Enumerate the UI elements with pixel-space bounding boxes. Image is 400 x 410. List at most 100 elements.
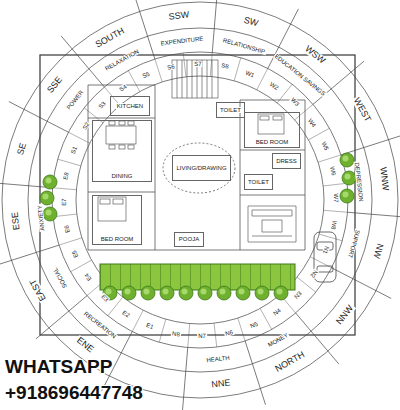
pada-number: N2 [309,268,319,279]
pada-line [257,68,268,89]
pada-number: W3 [289,96,301,108]
walls [88,85,305,250]
whatsapp-label: WHATSAPP [4,357,113,376]
pada-line [308,128,329,140]
pada-line [234,58,241,81]
room-name: DINING [111,173,134,180]
room-name: KITCHEN [116,103,144,110]
pada-number: N4 [272,307,283,317]
direction-label: SE [16,141,29,157]
direction-label: SSW [167,10,190,21]
tree [255,286,269,300]
pada-number: N6 [223,329,234,337]
sector-line [182,347,188,410]
tree [236,286,250,300]
pada-line [318,155,341,162]
pada-number: W2 [268,80,280,91]
pada-number: E8 [62,170,70,180]
pada-number: E5 [71,249,80,260]
room-name: DRESS [275,158,298,165]
pada-line [324,210,348,212]
pada-number: S1 [69,144,78,155]
pada-line [59,238,82,245]
tree [198,286,212,300]
room-name: TOILET [219,107,242,114]
room-box: BED ROOM [244,112,300,148]
room-box: DINING [92,120,152,182]
pada-line [319,234,342,241]
pada-number: S5 [141,71,152,80]
sector-line [245,341,265,405]
pada-number: E1 [144,322,155,331]
pada-line [132,310,143,331]
tree [340,153,354,167]
zone-attribute: HEALTH [205,355,231,364]
room-box: TOILET [244,174,273,190]
sector-line [0,245,59,265]
tree [160,286,174,300]
compass-ring [28,28,372,372]
pada-number: W8 [330,219,338,231]
pada-number: S6 [166,63,176,71]
direction-label: WNW [378,166,390,192]
zone-attribute: SOCIAL [52,266,69,290]
pada-number: N5 [248,320,259,329]
compass-ring [52,52,348,348]
direction-label: WEST [351,96,372,125]
room-box: TOILET [216,102,245,118]
pada-number: N8 [170,330,181,338]
room-box: BED ROOM [92,195,142,245]
tree [274,286,288,300]
pada-line [71,260,92,272]
sector-line [341,134,400,154]
direction-label: ENE [74,335,96,355]
sofa [248,206,296,242]
staircase [172,60,218,98]
living-oval [163,143,235,193]
pada-number: S2 [81,121,91,132]
pada-line [155,59,162,82]
sector-line [9,102,69,133]
room-box: POOJA [174,232,204,247]
pada-number: S8 [219,62,229,70]
direction-label: ESE [11,210,22,231]
zone-attribute: EXPENDITURE [159,35,204,46]
pada-number: W6 [329,165,337,177]
pada-line [68,132,89,143]
dining-table [106,121,136,149]
plan-outline [40,55,355,335]
pada-line [323,183,347,186]
direction-label: EAST [28,276,48,303]
direction-label: SW [242,16,260,29]
car [314,232,336,282]
sector-line [332,268,392,299]
tree [217,286,231,300]
pada-line [159,319,166,342]
tree [43,175,57,189]
room-name: BED ROOM [100,236,135,243]
pada-line [128,71,140,92]
pada-number: W7 [333,192,339,203]
compass-ring [2,2,398,398]
pada-number: S3 [97,100,108,111]
room-box: KITCHEN [110,96,150,116]
pada-number: W5 [320,140,330,152]
zone-attribute: RELATIONSHIP [221,37,266,55]
tree [342,171,356,185]
room-box: LIVING/DRAWING [172,155,231,181]
pada-line [58,159,81,166]
room-name: TOILET [247,179,270,186]
pada-number: E7 [61,197,67,206]
zone-attribute: RELAXATION [104,48,142,72]
tree [122,286,136,300]
pada-number: N3 [292,289,303,300]
tree [179,286,193,300]
direction-label: NNW [334,303,356,327]
zone-attribute: POWER [65,89,85,112]
tree [340,189,354,203]
direction-label: NW [371,242,384,261]
room-name: LIVING/DRAWING [175,165,227,172]
pada-line [183,53,186,77]
direction-label: SSE [45,74,65,95]
